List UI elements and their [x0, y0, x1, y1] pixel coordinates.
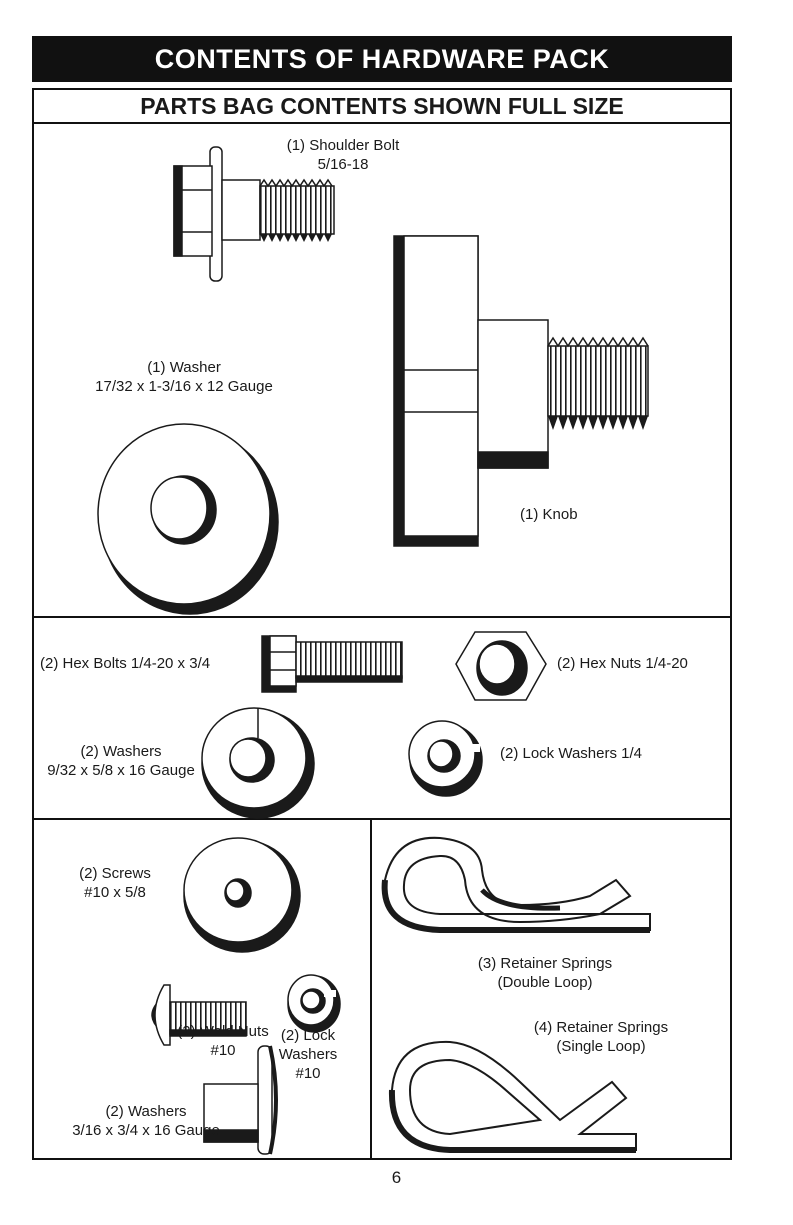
lock-washer-icon	[408, 720, 483, 797]
small-washers-label: (2) Washers 9/32 x 5/8 x 16 Gauge	[47, 743, 195, 779]
section-divider-1	[34, 616, 730, 618]
double-loop-spring-icon	[381, 836, 651, 933]
screw-washer-icon	[183, 837, 301, 953]
large-washer-icon	[97, 423, 279, 615]
single-loop-spring-icon	[388, 1040, 637, 1153]
small-lock-washers-label: (2) Lock Washers #10	[278, 1027, 338, 1082]
single-loop-spring-label: (4) Retainer Springs (Single Loop)	[533, 1019, 669, 1055]
section-divider-2	[34, 818, 730, 820]
shoulder-bolt-icon	[173, 146, 335, 282]
hex-bolt-icon	[261, 635, 403, 693]
small-lock-washer-icon	[287, 974, 341, 1033]
small-washer-icon	[201, 707, 315, 819]
hex-nut-icon	[455, 631, 547, 701]
screw-icon	[151, 984, 247, 1046]
screws-label: (2) Screws #10 x 5/8	[79, 865, 151, 901]
section-divider-vertical	[370, 820, 372, 1158]
weld-nut-icon	[203, 1045, 278, 1155]
hex-nuts-label: (2) Hex Nuts 1/4-20	[557, 655, 688, 672]
hex-bolts-label: (2) Hex Bolts 1/4-20 x 3/4	[40, 655, 211, 672]
parts-bag-subtitle: PARTS BAG CONTENTS SHOWN FULL SIZE	[34, 90, 730, 124]
large-washer-label: (1) Washer 17/32 x 1-3/16 x 12 Gauge	[95, 359, 273, 395]
knob-icon	[393, 235, 649, 547]
double-loop-spring-label: (3) Retainer Springs (Double Loop)	[477, 955, 613, 991]
weld-nuts-label: (2) Weld Nuts #10	[177, 1023, 269, 1059]
screw-washers-label: (2) Washers 3/16 x 3/4 x 16 Gauge	[72, 1103, 220, 1139]
page-number: 6	[391, 1168, 402, 1187]
contents-frame	[32, 88, 732, 1160]
knob-label: (1) Knob	[520, 506, 578, 523]
shoulder-bolt-label: (1) Shoulder Bolt 5/16-18	[286, 137, 400, 173]
lock-washers-label: (2) Lock Washers 1/4	[500, 745, 642, 762]
hardware-pack-banner: CONTENTS OF HARDWARE PACK	[32, 36, 732, 82]
